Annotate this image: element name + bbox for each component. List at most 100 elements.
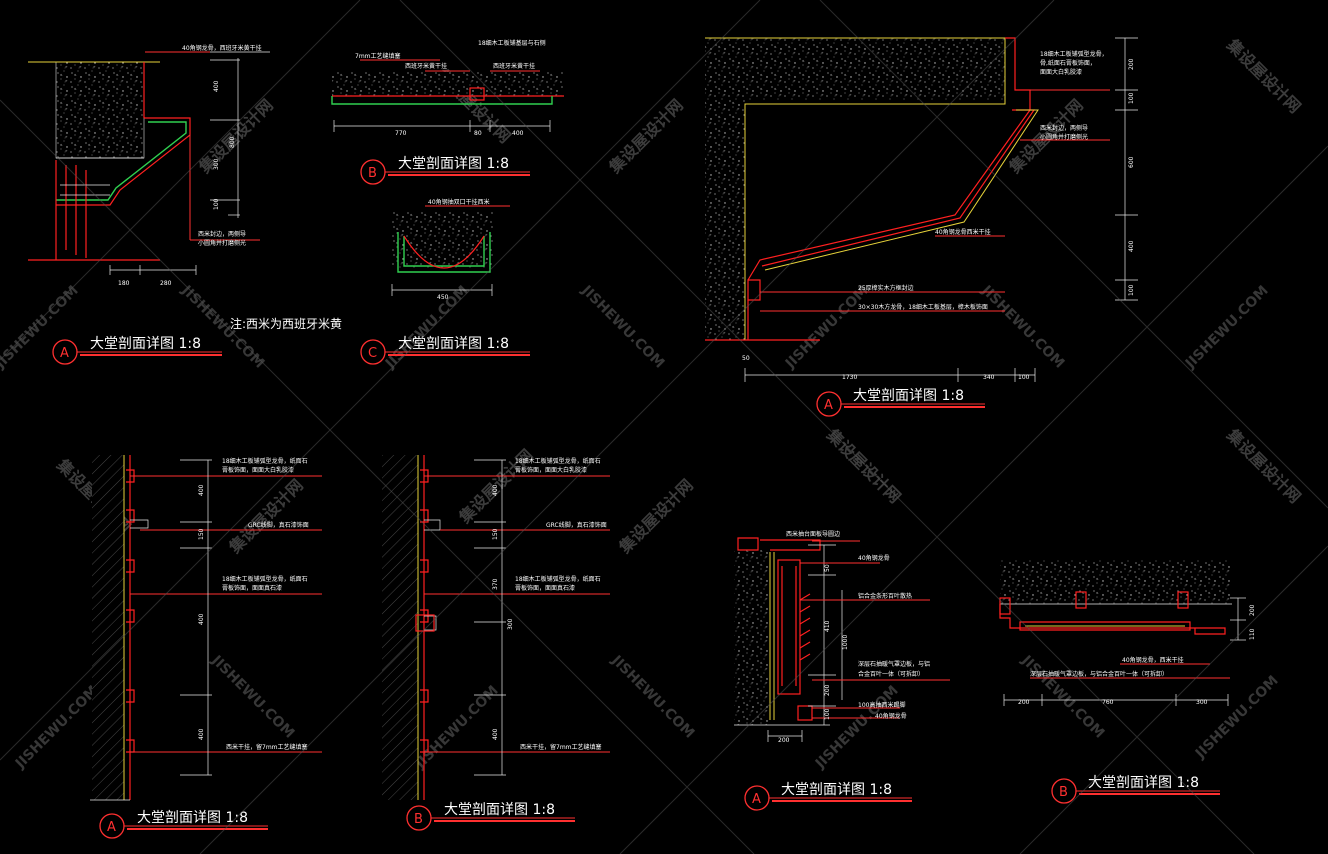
detail-8-drawing [999, 560, 1246, 706]
title-bubble-8: B [1059, 785, 1068, 800]
watermark-en-12: JISHEWU.COM [608, 652, 698, 742]
d6-annotation-4: 膏板饰面，面面真石漆 [515, 584, 575, 592]
d2-dim-2: 400 [512, 130, 524, 137]
d7-annotation-1: 40角钢龙骨 [858, 554, 890, 562]
title-block-7: A 大堂剖面详图 1:8 [744, 782, 912, 811]
title-block-8: B 大堂剖面详图 1:8 [1051, 775, 1220, 804]
d1-annotation-1: 西米封边，两侧导 [198, 230, 246, 238]
d3-annotation-0: 40角钢抽双口干挂西米 [428, 198, 490, 206]
d1-dim-1: 300 [213, 158, 220, 170]
d7-dim-5: 200 [778, 737, 790, 744]
d5-annotation-3: 18细木工板铺弧型龙骨，纸面石 [222, 575, 308, 583]
d4-dim-4: 100 [1128, 284, 1135, 296]
d7-dim-0: 50 [824, 564, 831, 572]
d2-annotation-4: 西班牙米黄干挂 [493, 62, 535, 70]
d1-dim-2: 800 [229, 136, 236, 148]
d4-dim-5: 50 [742, 355, 750, 362]
d7-annotation-4: 合金百叶一体（可拆卸） [858, 670, 924, 678]
d6-dim-2: 370 [492, 578, 499, 590]
watermark-en-5: JISHEWU.COM [412, 683, 502, 773]
d5-annotation-4: 膏板饰面，面面真石漆 [222, 584, 282, 592]
d7-annotation-6: 40角钢龙骨 [875, 712, 907, 720]
watermark-en-9: JISHEWU.COM [578, 282, 668, 372]
d7-dim-3: 200 [824, 684, 831, 696]
d6-annotation-2: GRC线脚，真石漆饰面 [546, 521, 607, 529]
d3-dim-0: 450 [437, 294, 449, 301]
title-text-7: 大堂剖面详图 1:8 [781, 782, 892, 798]
d2-annotation-1: 18细木工板铺基层与石侧 [478, 39, 546, 47]
detail-1-drawing [28, 51, 270, 275]
d7-annotation-2: 铝合金条形百叶散热 [858, 592, 912, 600]
d6-annotation-0: 18细木工板铺弧型龙骨，纸面石 [515, 457, 601, 465]
d1-annotation-2: 小圆角并打磨侧光 [198, 239, 246, 247]
d5-annotation-2: GRC线脚，真石漆饰面 [248, 521, 309, 529]
d4-annotation-7: 30×30木方龙骨，18细木工板基层，樟木板饰面 [858, 303, 988, 311]
d5-dim-0: 400 [198, 484, 205, 496]
d4-annotation-0: 18细木工板铺弧型龙骨， [1040, 50, 1108, 58]
d5-dim-3: 400 [198, 728, 205, 740]
watermark-en-3: JISHEWU.COM [1182, 283, 1272, 373]
detail-7-drawing [734, 537, 950, 742]
d4-dim-0: 200 [1128, 58, 1135, 70]
d4-annotation-2: 面面大白乳胶漆 [1040, 68, 1082, 76]
watermark-cn-0: 集设屋设计网 [195, 95, 277, 177]
watermark-en-7: JISHEWU.COM [1192, 673, 1282, 763]
d6-dim-4: 400 [492, 728, 499, 740]
title-bubble-4: A [824, 398, 833, 413]
d7-annotation-3: 深层石抽暖气罩边板，与铝 [858, 660, 930, 668]
d4-dim-7: 340 [983, 374, 995, 381]
title-block-2: B 大堂剖面详图 1:8 [360, 156, 530, 185]
d4-annotation-4: 小圆角并打磨侧光 [1040, 133, 1088, 141]
d6-dim-1: 150 [492, 528, 499, 540]
d7-annotation-0: 西米抽台面板导圆边 [786, 530, 840, 538]
d1-dim-3: 100 [213, 198, 220, 210]
d8-dim-0: 200 [1249, 604, 1256, 616]
d4-annotation-1: 骨,纸面石膏板饰面， [1040, 59, 1096, 67]
d8-annotation-0: 40角钢龙骨，西米干挂 [1122, 656, 1184, 664]
watermark-cn-8: 集设屋设计网 [1223, 35, 1305, 117]
watermark-en-4: JISHEWU.COM [12, 683, 102, 773]
d2-dim-0: 770 [395, 130, 407, 137]
title-block-5: A 大堂剖面详图 1:8 [99, 810, 268, 839]
material-note: 注:西米为西班牙米黄 [230, 316, 342, 331]
d5-annotation-1: 膏板饰面，面面大白乳胶漆 [222, 466, 294, 474]
d8-annotation-1: 深层石抽暖气罩边板，与铝合金百叶一体（可拆卸） [1030, 670, 1168, 678]
d2-dim-1: 80 [474, 130, 482, 137]
d8-dim-4: 300 [1196, 699, 1208, 706]
watermark-en-1: JISHEWU.COM [382, 283, 472, 373]
d1-dim-4: 180 [118, 280, 130, 287]
d6-annotation-1: 膏板饰面，面面大白乳胶漆 [515, 466, 587, 474]
detail-3-drawing [390, 205, 510, 296]
title-text-2: 大堂剖面详图 1:8 [398, 156, 509, 172]
title-text-6: 大堂剖面详图 1:8 [444, 802, 555, 818]
d8-dim-2: 200 [1018, 699, 1030, 706]
d6-dim-3: 300 [507, 618, 514, 630]
d2-annotation-3: 西班牙米黄干挂 [405, 62, 447, 70]
d7-annotation-5: 100高抽西米踢脚 [858, 701, 905, 709]
d7-dim-2: 1000 [842, 635, 849, 650]
d5-annotation-0: 18细木工板铺弧型龙骨，纸面石 [222, 457, 308, 465]
d2-annotation-0: 7mm工艺缝填塞 [355, 52, 401, 60]
d4-annotation-3: 西米封边，两侧导 [1040, 124, 1088, 132]
watermark-en-10: JISHEWU.COM [978, 282, 1068, 372]
watermark-cn-3: 集设屋设计网 [225, 475, 307, 557]
d6-annotation-5: 西米干挂，留7mm工艺缝填塞 [520, 743, 602, 751]
watermark-cn-1: 集设屋设计网 [605, 95, 687, 177]
title-bubble-1: A [60, 346, 69, 361]
title-bubble-3: C [368, 346, 377, 361]
d4-annotation-5: 40角钢龙骨西米干挂 [935, 228, 991, 236]
d4-dim-1: 100 [1128, 92, 1135, 104]
title-block-4: A 大堂剖面详图 1:8 [816, 388, 985, 417]
detail-5-drawing [90, 455, 322, 801]
title-bubble-5: A [107, 820, 116, 835]
d1-annotation-0: 40角钢龙骨，西班牙米黄干挂 [182, 44, 262, 52]
title-block-6: B 大堂剖面详图 1:8 [406, 802, 575, 831]
title-block-3: C 大堂剖面详图 1:8 [360, 336, 530, 365]
title-text-4: 大堂剖面详图 1:8 [853, 388, 964, 404]
title-text-5: 大堂剖面详图 1:8 [137, 810, 248, 826]
d4-dim-8: 100 [1018, 374, 1030, 381]
d1-dim-0: 400 [213, 80, 220, 92]
d4-annotation-6: 25厚樟实木方框封边 [858, 284, 914, 292]
